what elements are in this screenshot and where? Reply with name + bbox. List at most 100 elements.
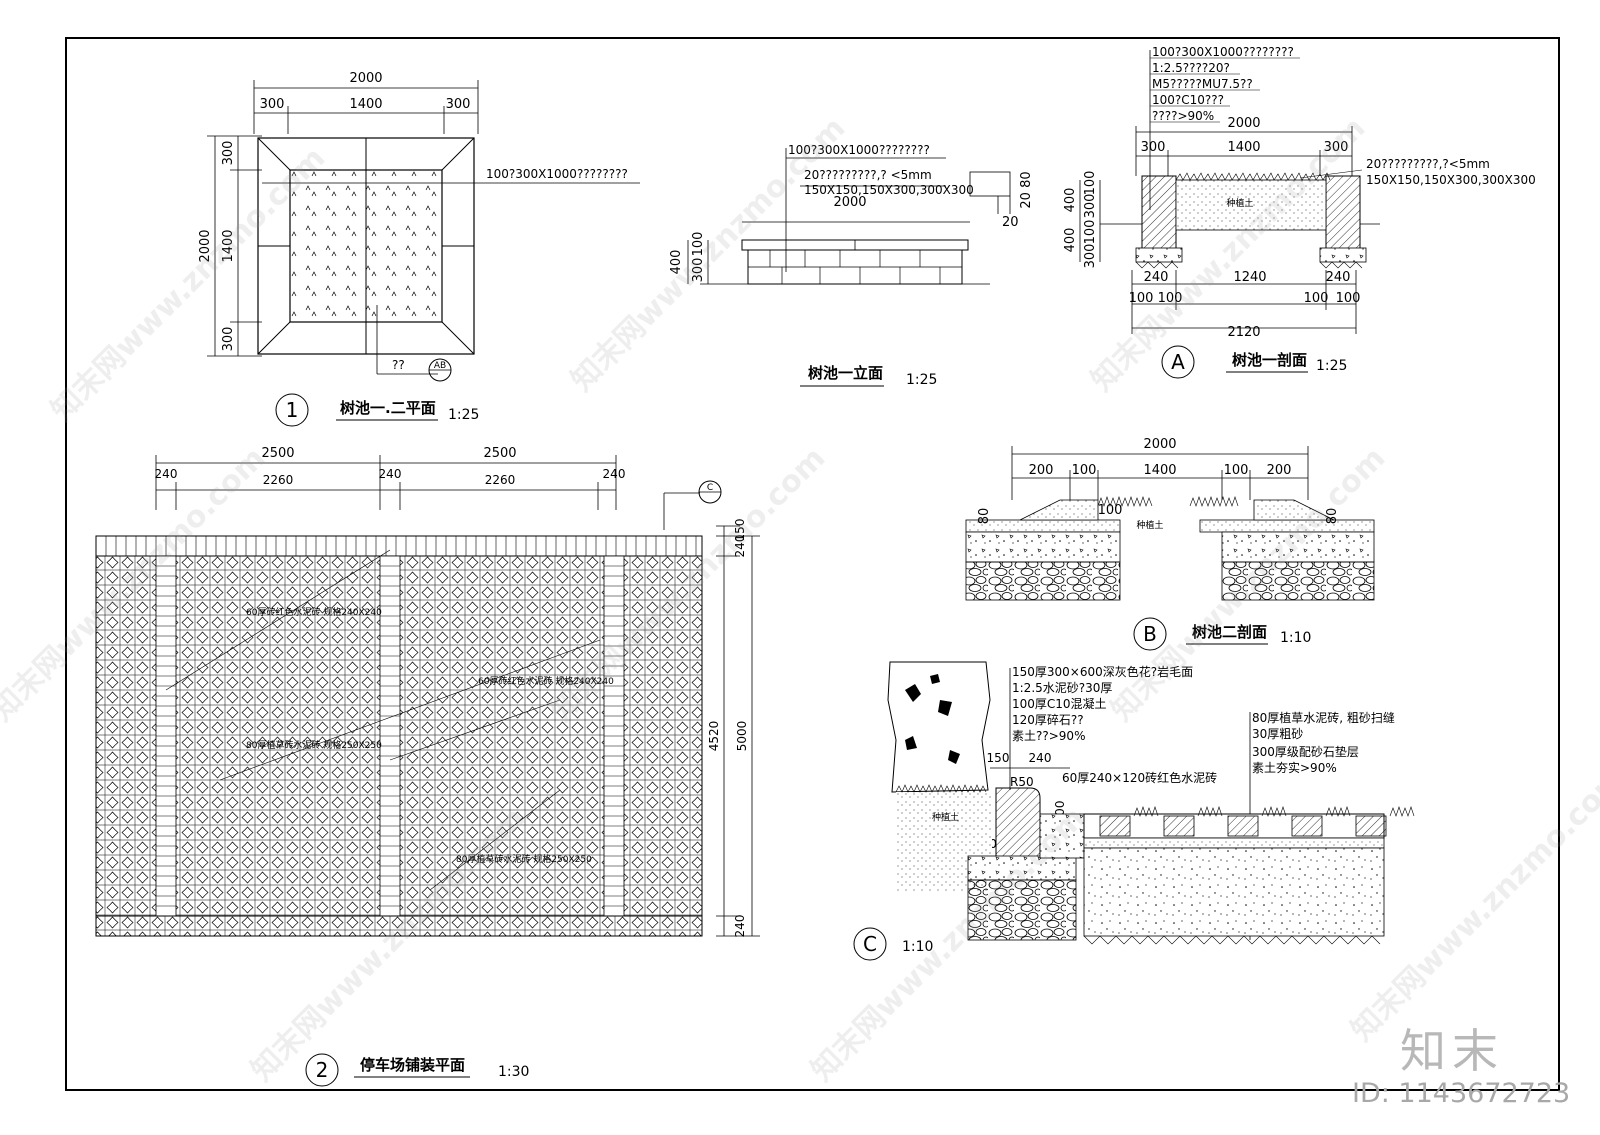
sec-a-dim-top-m: 1400 [1227, 140, 1260, 155]
view-2-parking-plan: 2500 2500 240 2260 240 2260 240 C 60厚砖红色… [95, 446, 760, 1087]
v1-dim-seg-mid: 1400 [349, 97, 382, 112]
v2-dim-top-r: 2500 [483, 446, 516, 461]
v1-dim-total-side: 2000 [198, 229, 213, 262]
sec-c-layer-3: 100厚C10混凝土 [1012, 696, 1107, 711]
v2-ref-tag: C [707, 483, 713, 493]
sec-b-dim-80r: 80 [1325, 508, 1340, 525]
sec-a-dim-total-bottom: 2120 [1227, 325, 1260, 340]
sec-c-r50: R50 [1010, 775, 1034, 789]
sec-c-soil: 种植土 [932, 811, 959, 823]
sec-a-dim-h-upper: 400 [1063, 188, 1078, 213]
sec-c-layer-2: 1:2.5水泥砂?30厚 [1012, 681, 1112, 695]
elev-dim-total: 2000 [833, 195, 866, 210]
sec-c-right-layer-3: 300厚级配砂石垫层 [1252, 744, 1359, 759]
elev-note-cover: 100?300X1000???????? [788, 143, 930, 157]
v1-note-ref: ?? [392, 358, 405, 372]
v2-dim-240b: 240 [379, 467, 402, 481]
v2-label-1: 60厚砖红色水泥砖 规格240X240 [246, 606, 382, 618]
sec-c-dim-240: 240 [1029, 751, 1052, 765]
sec-b-dim-100r: 100 [1224, 463, 1249, 478]
sec-c-layer-1: 150厚300×600深灰色花?岩毛面 [1012, 664, 1193, 679]
grass-tuft [1133, 806, 1159, 817]
v1-ref-tag: AB [434, 361, 446, 371]
v2-dim-2260a: 2260 [263, 473, 294, 487]
view-elevation: 100?300X1000???????? 20?????????,? <5mm … [669, 143, 1034, 388]
brand-logo: 知末 [1400, 1024, 1504, 1078]
elev-detail-20: 20 [1002, 215, 1019, 230]
sec-c-right-layer-4: 素土夯实>90% [1252, 760, 1337, 775]
grass-brick [1291, 815, 1323, 837]
v1-note-cover: 100?300X1000???????? [486, 167, 628, 181]
view-1-plan: 2000 300 1400 300 2000 1400 300 300 100?… [198, 71, 640, 427]
grass-tuft [1261, 806, 1287, 817]
v2-dim-right-4520: 4520 [707, 721, 721, 752]
sec-c-grass-bricks [1099, 806, 1415, 837]
sec-a-dim-h100b: 100 [1083, 220, 1098, 245]
sec-a-layer-2: 1:2.5????20? [1152, 61, 1230, 75]
sec-b-dim-80l: 80 [977, 508, 992, 525]
v2-dim-2260b: 2260 [485, 473, 516, 487]
sec-a-layer-5: ????>90% [1152, 109, 1214, 123]
sec-c-layer-4: 120厚碎石?? [1012, 712, 1084, 727]
view-section-c: 150厚300×600深灰色花?岩毛面 1:2.5水泥砂?30厚 100厚C10… [853, 661, 1415, 961]
sec-b-title: 树池二剖面 [1192, 623, 1267, 641]
grass-brick [1163, 815, 1195, 837]
sec-a-dim-b240l: 240 [1144, 270, 1169, 285]
sec-b-dim-total: 2000 [1143, 437, 1176, 452]
sec-b-marker: B [1143, 622, 1157, 646]
sec-a-title: 树池一剖面 [1232, 351, 1307, 369]
v2-border-brick-lines [105, 536, 697, 556]
v2-label-3: 80厚植草砖水泥砖 规格250X250 [246, 739, 382, 751]
v2-dim-right-240a: 240 [733, 535, 747, 558]
v1-title: 树池一.二平面 [340, 399, 436, 417]
grass-tuft [1325, 806, 1351, 817]
elev-note-gravel: 20?????????,? <5mm [804, 168, 932, 182]
sec-a-dim-b100a: 100 [1129, 291, 1154, 306]
sec-c-dim-150: 150 [987, 751, 1010, 765]
sec-a-dim-b100c: 100 [1304, 291, 1329, 306]
grass-brick [1355, 815, 1387, 837]
sec-c-brick-note: 60厚240×120砖红色水泥砖 [1062, 770, 1217, 785]
sec-b-dim-100l: 100 [1072, 463, 1097, 478]
grass-tuft [1389, 806, 1415, 817]
elev-detail-20-80: 20 80 [1019, 171, 1034, 208]
view-section-b: 2000 200 100 1400 100 200 种植土 80 80 100 … [965, 437, 1375, 651]
v1-marker: 1 [286, 398, 299, 422]
sec-c-right-layer-2: 30厚粗砂 [1252, 727, 1303, 741]
sec-a-dim-h-lower: 400 [1063, 228, 1078, 253]
sec-a-note-gravel: 20?????????,?<5mm [1366, 157, 1490, 171]
elev-scale: 1:25 [906, 372, 937, 388]
sec-b-dim-200r: 200 [1267, 463, 1292, 478]
v2-marker: 2 [316, 1058, 329, 1082]
sec-a-scale: 1:25 [1316, 358, 1347, 374]
sec-a-marker: A [1171, 350, 1185, 374]
v1-dim-total-top: 2000 [349, 71, 382, 86]
v2-strip-brick-lines [156, 565, 624, 907]
sec-c-scale: 1:10 [902, 939, 933, 955]
sec-a-dim-h300a: 300 [1083, 194, 1098, 219]
v2-dim-240c: 240 [603, 467, 626, 481]
elev-note-sizes: 150X150,150X300,300X300 [804, 183, 974, 197]
sec-b-dim-200l: 200 [1029, 463, 1054, 478]
sec-a-dim-top-r: 300 [1324, 140, 1349, 155]
v2-dim-right-150: 150 [733, 519, 747, 542]
v2-label-4: 80厚植草砖水泥砖 规格250X250 [456, 853, 592, 865]
v1-dim-side-mid: 1400 [221, 229, 236, 262]
sec-a-soil: 种植土 [1226, 197, 1253, 209]
sec-a-dim-h100a: 100 [1083, 171, 1098, 196]
sec-a-layer-4: 100?C10??? [1152, 93, 1224, 107]
v1-dim-side-bottom: 300 [221, 327, 236, 352]
sec-a-dim-top-total: 2000 [1227, 116, 1260, 131]
sec-a-dim-h300b: 300 [1083, 244, 1098, 269]
sec-b-dim-100c: 100 [1098, 503, 1123, 518]
sec-a-note-sizes: 150X150,150X300,300X300 [1366, 173, 1536, 187]
sec-a-dim-top-l: 300 [1141, 140, 1166, 155]
v1-dim-seg-left: 300 [260, 97, 285, 112]
v2-title: 停车场铺装平面 [360, 1056, 465, 1074]
sec-b-soil: 种植土 [1136, 519, 1163, 531]
elev-dim-h1: 400 [669, 250, 684, 275]
view-section-a: 100?300X1000???????? 1:2.5????20? M5????… [1063, 45, 1536, 379]
v1-dim-side-top: 300 [221, 141, 236, 166]
